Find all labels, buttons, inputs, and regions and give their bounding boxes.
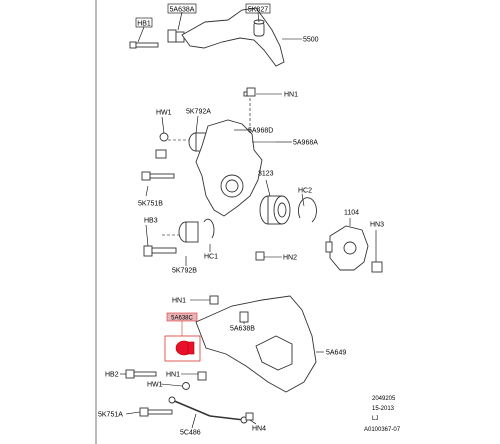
nut-hn2-part[interactable] [255, 251, 265, 261]
bolt-hb1-part[interactable] [129, 41, 159, 49]
bushing-5k792b-part[interactable] [178, 221, 199, 243]
circlip-hc2-part[interactable] [298, 197, 317, 223]
label-hn1-c: HN1 [166, 372, 180, 379]
footer-line4: A0100367-07 [364, 427, 401, 433]
upper-control-arm-group: HB1 5A638A 5K827 5500 [129, 3, 319, 67]
label-5500: 5500 [303, 37, 319, 44]
bushing-5a638b-part[interactable] [239, 311, 249, 323]
label-5k792b: 5K792B [172, 268, 197, 275]
label-hn3: HN3 [370, 222, 384, 229]
label-5a638c: 5A638C [171, 316, 193, 322]
label-5k751a: 5K751A [98, 412, 123, 419]
nut-hn4-part[interactable] [245, 412, 254, 421]
footer-line2: 15-2013 [372, 406, 395, 412]
label-5k751b: 5K751B [138, 201, 163, 208]
nut-hn1-lower-part[interactable] [209, 295, 219, 305]
label-1104: 1104 [344, 210, 359, 217]
bushing-5a638c-highlighted-part[interactable] [175, 340, 195, 356]
link-5c486-part[interactable] [168, 396, 248, 424]
label-5a638b: 5A638B [230, 326, 255, 333]
knuckle-5a968a-part[interactable] [195, 119, 263, 217]
nut-hn1-top-part[interactable] [243, 87, 256, 97]
nut-hn3-part[interactable] [371, 261, 383, 273]
label-5a968d: 5A968D [248, 128, 273, 135]
label-hb2: HB2 [105, 372, 119, 379]
label-5a638a-top: 5A638A [170, 7, 195, 14]
label-hc2: HC2 [298, 188, 312, 195]
label-hb3: HB3 [144, 218, 158, 225]
lower-arm-5a649-part[interactable] [195, 295, 317, 393]
footer-line3: LJ [372, 416, 378, 422]
lower-control-arm-group: HN1 5A649 5A638B 5A638C HB2 [98, 295, 346, 437]
label-hn1-b: HN1 [172, 298, 186, 305]
circlip-hc1-part[interactable] [203, 218, 215, 239]
upper-arm-5500-part[interactable] [181, 7, 285, 67]
label-3123: 3123 [258, 171, 274, 178]
washer-hw1-part[interactable] [155, 132, 169, 159]
nut-hn1-c-part[interactable] [197, 371, 207, 381]
bearing-3123-part[interactable] [259, 195, 291, 225]
ball-joint-5k827-part[interactable] [253, 19, 265, 37]
hub-1104-part[interactable] [325, 225, 369, 271]
label-5a649: 5A649 [326, 350, 346, 357]
label-hw1-b: HW1 [147, 382, 163, 389]
label-5c486: 5C486 [180, 430, 201, 437]
footer-reference: 2049205 15-2013 LJ A0100367-07 [364, 396, 401, 433]
label-5k827: 5K827 [248, 7, 268, 14]
knuckle-hub-group: HN1 HW1 5K792A 5K751B 5A968 [138, 87, 384, 275]
label-hw1-a: HW1 [156, 110, 172, 117]
label-hn1-a: HN1 [284, 92, 298, 99]
label-5k792a: 5K792A [186, 109, 211, 116]
bolt-5k751a-part[interactable] [139, 407, 173, 417]
label-hc1: HC1 [204, 254, 218, 261]
label-hb1: HB1 [137, 21, 151, 28]
washer-hw1-lower-part[interactable] [182, 382, 190, 390]
label-5a968a: 5A968A [293, 140, 318, 147]
highlight-box [164, 335, 201, 362]
footer-line1: 2049205 [372, 396, 396, 402]
bolt-hb2-part[interactable] [125, 369, 157, 379]
bushing-5a638a-part[interactable] [167, 29, 185, 43]
label-hn4: HN4 [252, 426, 266, 433]
bolt-5k751b-part[interactable] [141, 171, 175, 181]
label-hn2: HN2 [283, 255, 297, 262]
bolt-hb3-part[interactable] [143, 245, 177, 257]
